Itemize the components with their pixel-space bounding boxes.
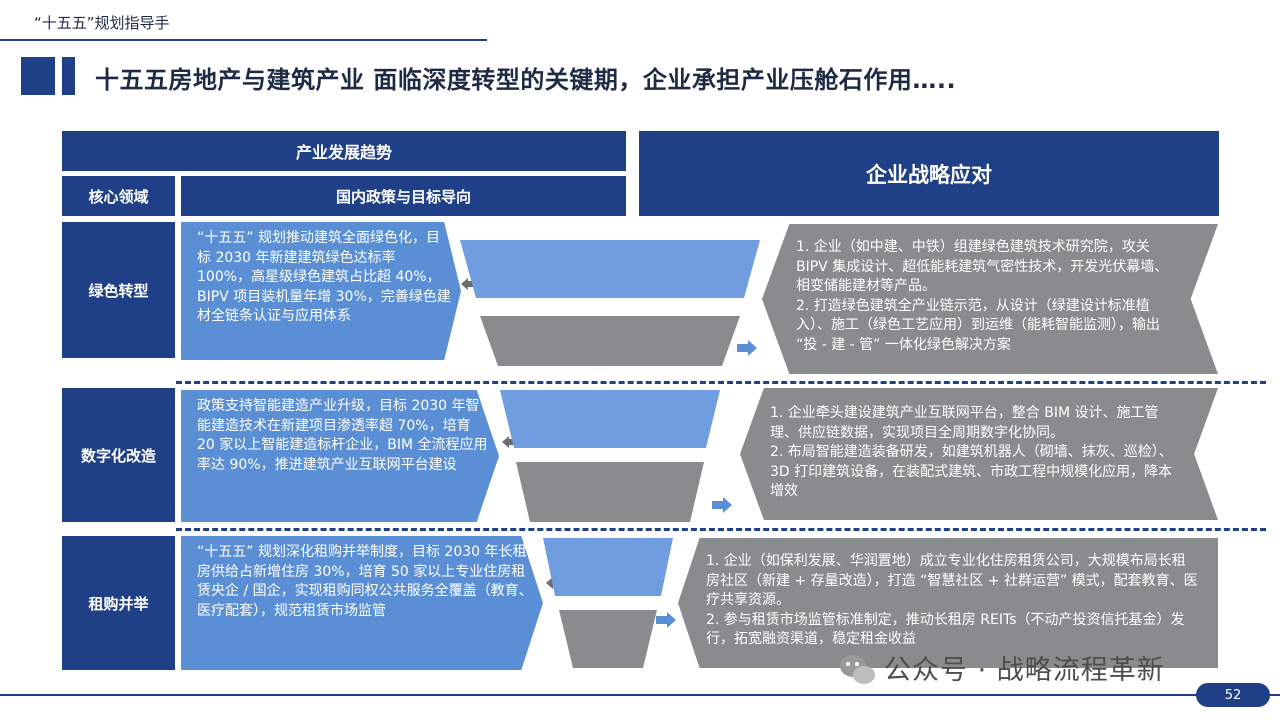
footer-divider xyxy=(0,694,1280,696)
title-accent-bars xyxy=(21,57,75,95)
strategy-box-digital: 1. 企业牵头建设建筑产业互联网平台，整合 BIM 设计、施工管理、供应链数据，… xyxy=(740,388,1218,520)
right-arrow-icon xyxy=(656,612,676,628)
page-number: 52 xyxy=(1196,683,1270,707)
row-divider xyxy=(176,528,1266,531)
policy-box-digital: 政策支持智能建造产业升级，目标 2030 年智能建造技术在新建项目渗透率超 70… xyxy=(181,390,499,522)
core-area-header: 核心领域 xyxy=(62,176,175,216)
strategy-box-rental: 1. 企业（如保利发展、华润置地）成立专业化住房租赁公司，大规模布局长租房社区（… xyxy=(678,538,1218,668)
header-title: “十五五”规划指导手 xyxy=(34,14,170,32)
funnel-rental xyxy=(543,538,673,668)
funnel-green xyxy=(460,240,760,366)
watermark-text: 公众号 · 战略流程革新 xyxy=(884,655,1165,686)
funnel-digital xyxy=(500,390,720,522)
right-arrow-icon xyxy=(712,497,732,513)
policy-box-green: “十五五” 规划推动建筑全面绿色化，目标 2030 年新建建筑绿色达标率 100… xyxy=(181,222,461,360)
trend-header: 产业发展趋势 xyxy=(62,131,626,171)
row-label-digital: 数字化改造 xyxy=(62,388,175,522)
policy-box-rental: “十五五” 规划深化租购并举制度，目标 2030 年长租房供给占新增住房 30%… xyxy=(181,536,543,670)
row-label-green: 绿色转型 xyxy=(62,222,175,358)
strategy-box-green: 1. 企业（如中建、中铁）组建绿色建筑技术研究院，攻关 BIPV 集成设计、超低… xyxy=(762,224,1218,374)
row-divider xyxy=(176,381,1266,384)
right-arrow-icon xyxy=(737,340,757,356)
header-divider xyxy=(0,39,487,41)
slide-title: 十五五房地产与建筑产业 面临深度转型的关键期，企业承担产业压舱石作用….. xyxy=(95,66,957,94)
strategy-header: 企业战略应对 xyxy=(639,131,1219,216)
wechat-icon xyxy=(840,655,875,684)
row-label-rental: 租购并举 xyxy=(62,536,175,670)
policy-header: 国内政策与目标导向 xyxy=(181,176,626,216)
